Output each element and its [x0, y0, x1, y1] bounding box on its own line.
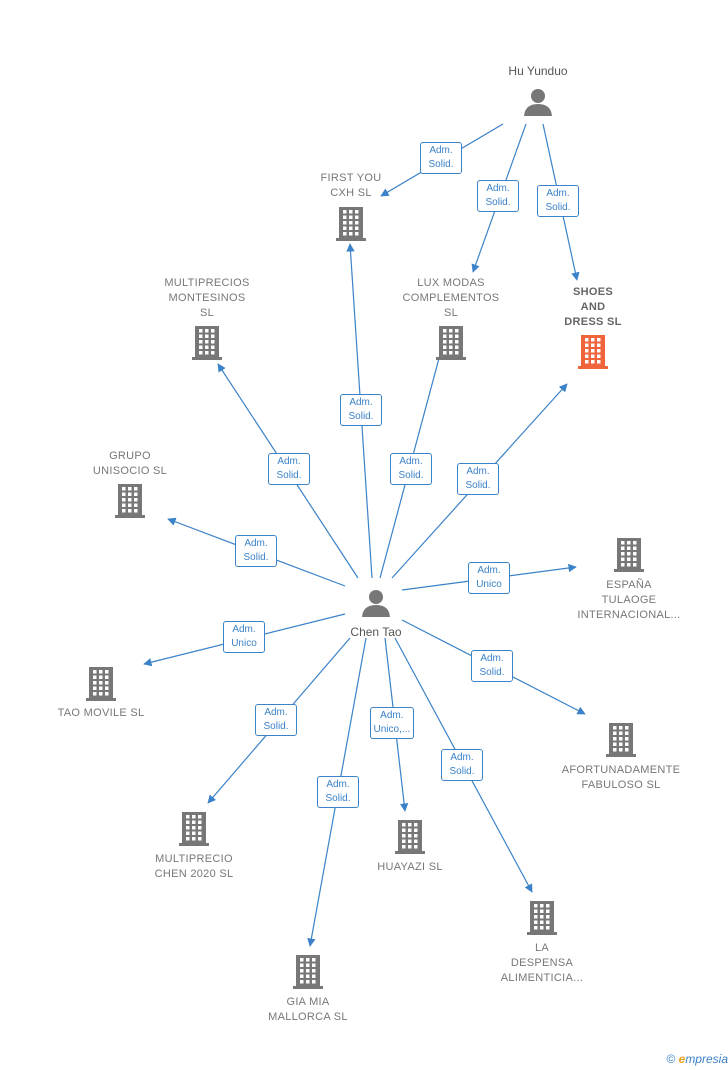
- edge-label-chen-multimont[interactable]: Adm. Solid.: [268, 453, 310, 485]
- company-name-shoes[interactable]: SHOES AND DRESS SL: [564, 286, 622, 328]
- building-icon: [395, 820, 425, 854]
- company-name-firstyou[interactable]: FIRST YOU CXH SL: [320, 172, 382, 199]
- building-icon: [293, 955, 323, 989]
- edge-label-hu-shoes[interactable]: Adm. Solid.: [537, 185, 579, 217]
- company-name-afortun[interactable]: AFORTUNADAMENTE FABULOSO SL: [561, 764, 681, 791]
- building-icon: [578, 335, 608, 369]
- footer-brand: © empresia: [666, 1052, 728, 1066]
- copyright-icon: ©: [666, 1052, 676, 1066]
- edge-label-hu-luxmodas[interactable]: Adm. Solid.: [477, 180, 519, 212]
- edge-label-chen-luxmodas[interactable]: Adm. Solid.: [390, 453, 432, 485]
- edge-label-chen-huayazi[interactable]: Adm. Unico,...: [369, 707, 415, 739]
- edge-label-hu-firstyou[interactable]: Adm. Solid.: [420, 142, 462, 174]
- building-icon: [527, 901, 557, 935]
- company-name-taomovile[interactable]: TAO MOVILE SL: [57, 707, 145, 719]
- building-icon: [336, 207, 366, 241]
- edge-label-chen-taomovile[interactable]: Adm. Unico: [223, 621, 265, 653]
- edge-label-chen-afortun[interactable]: Adm. Solid.: [471, 650, 513, 682]
- company-name-ladespensa[interactable]: LA DESPENSA ALIMENTICIA...: [500, 942, 584, 984]
- building-icon: [436, 326, 466, 360]
- building-icon: [614, 538, 644, 572]
- building-icon: [86, 667, 116, 701]
- person-icon: [362, 590, 390, 617]
- building-icon: [179, 812, 209, 846]
- edge-label-chen-shoes[interactable]: Adm. Solid.: [457, 463, 499, 495]
- edge-label-chen-firstyou[interactable]: Adm. Solid.: [340, 394, 382, 426]
- person-icon: [524, 89, 552, 116]
- building-icon: [192, 326, 222, 360]
- company-name-multichen[interactable]: MULTIPRECIO CHEN 2020 SL: [154, 853, 234, 880]
- person-name-hu[interactable]: Hu Yunduo: [508, 64, 568, 78]
- brand-logo-text: mpresia: [685, 1052, 728, 1066]
- edge-label-chen-espana[interactable]: Adm. Unico: [468, 562, 510, 594]
- person-name-chen[interactable]: Chen Tao: [350, 625, 402, 639]
- edge-label-chen-multichen[interactable]: Adm. Solid.: [255, 704, 297, 736]
- company-name-multimont[interactable]: MULTIPRECIOS MONTESINOS SL: [164, 277, 250, 319]
- brand-logo-e: e: [678, 1052, 686, 1066]
- company-name-giamia[interactable]: GIA MIA MALLORCA SL: [268, 996, 348, 1023]
- company-name-espana[interactable]: ESPAÑA TULAOGE INTERNACIONAL...: [577, 579, 681, 621]
- building-icon: [606, 723, 636, 757]
- building-icon: [115, 484, 145, 518]
- company-name-huayazi[interactable]: HUAYAZI SL: [377, 861, 443, 873]
- company-name-unisocio[interactable]: GRUPO UNISOCIO SL: [92, 450, 168, 477]
- company-name-luxmodas[interactable]: LUX MODAS COMPLEMENTOS SL: [402, 277, 500, 319]
- edge-label-chen-unisocio[interactable]: Adm. Solid.: [235, 535, 277, 567]
- edge-label-chen-ladespensa[interactable]: Adm. Solid.: [441, 749, 483, 781]
- edge-label-chen-giamia[interactable]: Adm. Solid.: [317, 776, 359, 808]
